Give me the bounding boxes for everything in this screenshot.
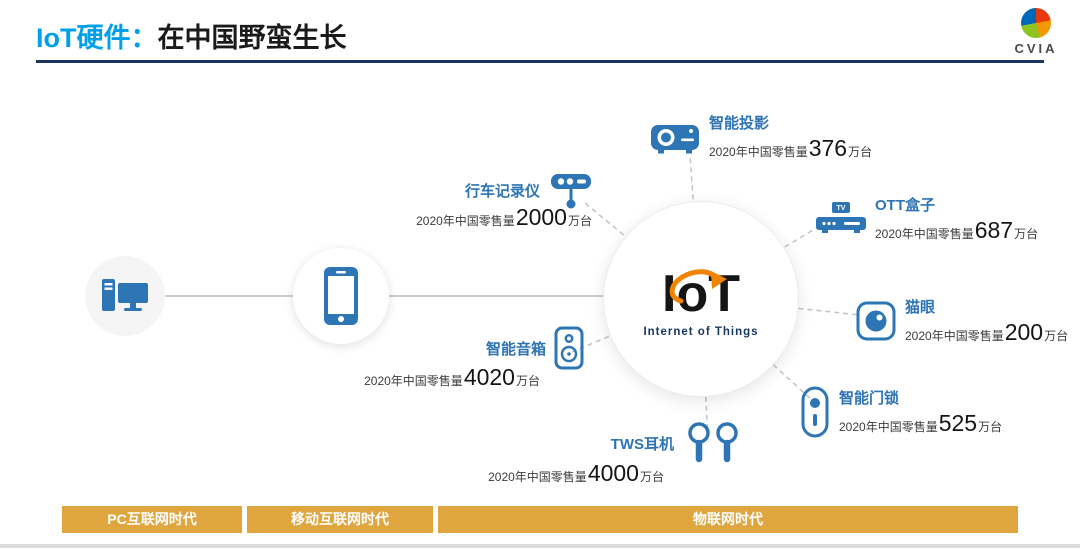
header-divider — [36, 60, 1044, 63]
smart-speaker-icon — [554, 326, 584, 370]
device-stats: 2020年中国零售量4000万台 — [488, 460, 664, 486]
iot-logo: IoT Internet of Things — [621, 253, 781, 345]
device-stats: 2020年中国零售量2000万台 — [416, 204, 592, 230]
smart-lock-icon — [800, 386, 830, 438]
iot-era-node: IoT Internet of Things — [603, 201, 799, 397]
device-stats: 2020年中国零售量687万台 — [875, 217, 1039, 243]
cvia-logo: CVIA — [1004, 8, 1068, 56]
cvia-globe-icon — [1021, 8, 1051, 38]
cvia-logo-text: CVIA — [1014, 41, 1058, 56]
device-peephole: 猫眼 2020年中国零售量200万台 — [856, 296, 1068, 346]
device-stats: 2020年中国零售量525万台 — [839, 410, 1003, 436]
device-dashcam-row: 行车记录仪 — [358, 168, 594, 212]
device-smart-lock: 智能门锁 2020年中国零售量525万台 — [800, 386, 1002, 438]
bottom-edge-strip — [0, 544, 1080, 548]
device-label: 智能音箱 — [485, 340, 546, 358]
ott-box-icon: TV — [816, 202, 866, 236]
device-label: 行车记录仪 — [464, 182, 540, 200]
device-smart-speaker: 智能音箱 2020年中国零售量4020万台 — [362, 326, 584, 391]
device-info: 猫眼 2020年中国零售量200万台 — [905, 296, 1068, 346]
pc-era-node — [85, 256, 165, 336]
desktop-pc-icon — [102, 277, 148, 315]
device-info: 智能投影 2020年中国零售量376万台 — [709, 112, 872, 162]
ott-tv-label: TV — [837, 205, 846, 212]
device-label: OTT盒子 — [875, 197, 935, 214]
device-info: 智能门锁 2020年中国零售量525万台 — [839, 387, 1002, 437]
tws-earbuds-icon — [682, 420, 744, 466]
device-label: 智能投影 — [709, 115, 770, 132]
era-pc-internet: PC互联网时代 — [62, 506, 242, 533]
device-ott-box: TV OTT盒子 2020年中国零售量687万台 — [816, 194, 1038, 244]
device-info: OTT盒子 2020年中国零售量687万台 — [875, 194, 1038, 244]
projector-icon — [650, 118, 700, 156]
device-dashcam: 行车记录仪 2020年中国零售量2000万台 — [358, 168, 594, 231]
device-speaker-row: 智能音箱 — [362, 326, 584, 370]
device-tws-row: TWS耳机 — [452, 420, 744, 466]
era-mobile-internet: 移动互联网时代 — [247, 506, 433, 533]
device-label: TWS耳机 — [610, 435, 674, 453]
device-label: 猫眼 — [905, 299, 936, 316]
device-stats: 2020年中国零售量376万台 — [709, 135, 873, 161]
device-stats: 2020年中国零售量4020万台 — [364, 364, 540, 390]
page-title-rest: 在中国野蛮生长 — [157, 23, 347, 53]
mobile-era-node — [293, 248, 389, 344]
device-tws-earbuds: TWS耳机 2020年中国零售量4000万台 — [452, 420, 744, 487]
device-label: 智能门锁 — [839, 390, 900, 407]
page-title-highlight: IoT硬件： — [36, 23, 158, 53]
device-stats: 2020年中国零售量200万台 — [905, 319, 1069, 345]
era-iot: 物联网时代 — [438, 506, 1018, 533]
peephole-icon — [856, 301, 896, 341]
iot-logo-subtext: Internet of Things — [643, 326, 758, 338]
device-smart-projector: 智能投影 2020年中国零售量376万台 — [650, 112, 872, 162]
dashcam-icon — [548, 168, 594, 212]
page-title: IoT硬件：在中国野蛮生长 — [36, 16, 347, 55]
smartphone-icon — [324, 267, 358, 325]
